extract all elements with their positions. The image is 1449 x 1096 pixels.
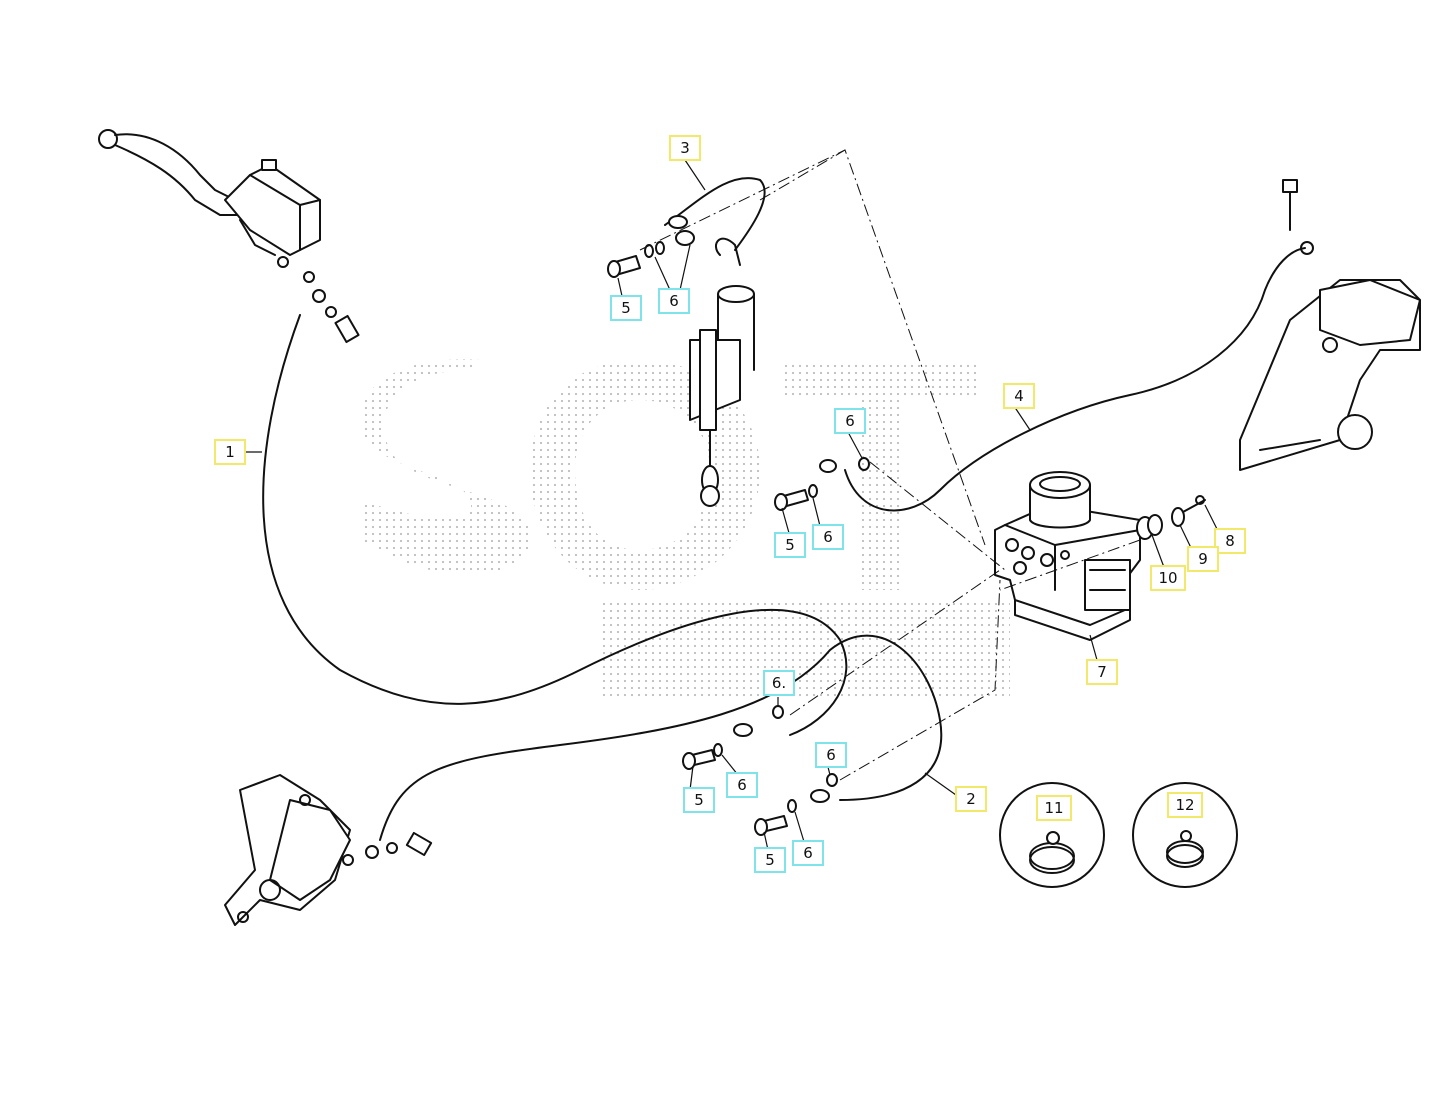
- callout-part-7[interactable]: 7: [1086, 659, 1118, 685]
- callout-part-6[interactable]: 6.: [763, 670, 795, 696]
- front-caliper: [224, 774, 433, 926]
- brake-hose-3: [664, 177, 766, 251]
- callout-part-5[interactable]: 5: [774, 532, 806, 558]
- callout-part-8[interactable]: 8: [1214, 528, 1246, 554]
- callout-part-5[interactable]: 5: [754, 847, 786, 873]
- callout-part-1[interactable]: 1: [214, 439, 246, 465]
- abs-mount-hardware: [1136, 495, 1206, 540]
- banjo-fittings: [668, 215, 837, 803]
- leader-lines: [241, 159, 1221, 851]
- front-brake-master-cylinder: [98, 129, 360, 344]
- rear-caliper: [1239, 179, 1421, 471]
- watermark: [360, 359, 1010, 700]
- callout-part-4[interactable]: 4: [1003, 383, 1035, 409]
- banjo-bolts: [607, 255, 809, 836]
- callout-part-5[interactable]: 5: [683, 787, 715, 813]
- callout-part-11[interactable]: 11: [1036, 795, 1072, 821]
- brake-hose-2: [379, 634, 943, 841]
- callout-part-6[interactable]: 6: [658, 288, 690, 314]
- assembly-lines: [639, 149, 1141, 781]
- callout-part-3[interactable]: 3: [669, 135, 701, 161]
- abs-modulator: [994, 471, 1141, 641]
- brake-hose-4: [844, 247, 1306, 512]
- callout-part-6[interactable]: 6: [815, 742, 847, 768]
- callout-part-2[interactable]: 2: [955, 786, 987, 812]
- callout-part-6[interactable]: 6: [834, 408, 866, 434]
- callout-part-10[interactable]: 10: [1150, 565, 1186, 591]
- rear-master-cylinder: [689, 237, 755, 507]
- hose-clamp-11: [999, 782, 1105, 888]
- hose-clamp-12: [1132, 782, 1238, 888]
- callout-part-9[interactable]: 9: [1187, 546, 1219, 572]
- copper-washers: [644, 241, 870, 813]
- callout-part-6[interactable]: 6: [812, 524, 844, 550]
- callout-part-5[interactable]: 5: [610, 295, 642, 321]
- callout-part-6[interactable]: 6: [792, 840, 824, 866]
- callout-part-12[interactable]: 12: [1167, 792, 1203, 818]
- callout-part-6[interactable]: 6: [726, 772, 758, 798]
